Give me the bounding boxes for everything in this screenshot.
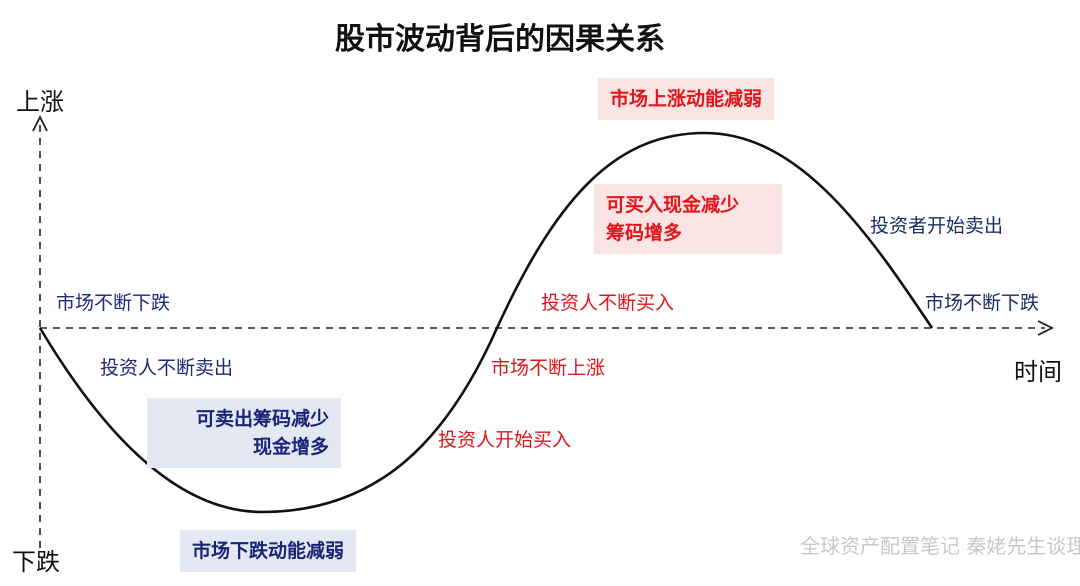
box-fall-momentum-weak: 市场下跌动能减弱 xyxy=(180,530,357,572)
y-axis-up-label: 上涨 xyxy=(16,88,64,116)
box-buy-line-2: 筹码增多 xyxy=(606,222,683,244)
box-buy-line-1: 可买入现金减少 xyxy=(606,194,740,216)
box-buy-cash-fewer: 可买入现金减少 筹码增多 xyxy=(594,184,782,254)
market-wave-curve xyxy=(38,131,934,514)
label-investors-selling: 投资人不断卖出 xyxy=(100,357,234,379)
y-axis-arrow xyxy=(32,114,48,132)
box-sell-line-2: 现金增多 xyxy=(252,436,329,458)
y-axis-down-label: 下跌 xyxy=(12,548,60,576)
label-falling-market-left: 市场不断下跌 xyxy=(56,292,171,314)
x-axis-time-label: 时间 xyxy=(1014,358,1062,386)
label-investors-start-sell: 投资者开始卖出 xyxy=(870,215,1004,237)
label-market-rising: 市场不断上涨 xyxy=(491,357,606,379)
box-rise-momentum-weak: 市场上涨动能减弱 xyxy=(598,78,775,120)
diagram-title: 股市波动背后的因果关系 xyxy=(335,22,665,57)
box-sell-line-1: 可卖出筹码减少 xyxy=(195,408,329,430)
x-axis-arrow xyxy=(1037,320,1055,336)
box-sell-chips-fewer: 可卖出筹码减少 现金增多 xyxy=(147,398,341,468)
label-investors-buying: 投资人不断买入 xyxy=(541,292,675,314)
label-investors-start-buy: 投资人开始买入 xyxy=(438,429,572,451)
watermark: 全球资产配置笔记 秦姥先生谈理财 xyxy=(800,534,1080,558)
label-falling-market-right: 市场不断下跌 xyxy=(925,292,1040,314)
